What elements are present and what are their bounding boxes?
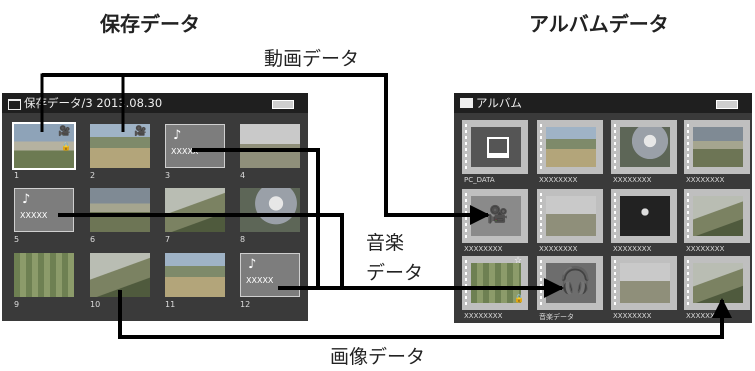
saved-thumb-11[interactable] bbox=[165, 253, 225, 297]
movie-camera-icon: 🎥 bbox=[134, 126, 147, 137]
saved-data-title: 保存データ/3 2013.08.30 bbox=[24, 96, 163, 110]
album-item-pc-data[interactable] bbox=[462, 120, 528, 174]
saved-thumb-10[interactable] bbox=[90, 253, 150, 297]
album-caption: XXXXXXXX bbox=[613, 312, 652, 320]
saved-thumb-1[interactable]: 🎥 🔒 bbox=[12, 122, 76, 170]
saved-thumb-5-music[interactable]: ♪ XXXXX bbox=[14, 188, 74, 232]
saved-thumb-12-music[interactable]: ♪ XXXXX bbox=[240, 253, 300, 297]
album-caption: XXXXXXXX bbox=[539, 176, 578, 184]
album-item-4[interactable] bbox=[684, 120, 750, 174]
star-icon: ☆ bbox=[514, 256, 523, 266]
saved-thumb-4[interactable] bbox=[240, 124, 300, 168]
album-caption: XXXXXXXX bbox=[539, 245, 578, 253]
album-icon bbox=[460, 98, 473, 108]
album-item-7[interactable] bbox=[611, 189, 677, 243]
saved-thumb-3-music[interactable]: ♪ XXXXX bbox=[165, 124, 225, 168]
headphones-icon: 🎧 bbox=[559, 266, 592, 296]
movie-camera-icon: 🎥 bbox=[58, 126, 71, 137]
saved-thumb-7[interactable] bbox=[165, 188, 225, 232]
music-note-icon: ♪ bbox=[173, 128, 182, 143]
music-note-icon: ♪ bbox=[248, 257, 257, 272]
battery-icon bbox=[272, 100, 294, 109]
album-item-movie[interactable]: 🎥 bbox=[462, 189, 528, 243]
album-item-11[interactable] bbox=[611, 256, 677, 310]
album-item-8[interactable] bbox=[684, 189, 750, 243]
thumb-number: 7 bbox=[165, 235, 171, 244]
album-screen: アルバム PC_DATA XXXXXXXX XXXXXXXX XXXXXXXX … bbox=[454, 93, 752, 323]
album-caption: XXXXXXXX bbox=[686, 245, 725, 253]
album-caption: XXXXXXXX bbox=[686, 176, 725, 184]
thumb-number: 2 bbox=[90, 171, 96, 180]
folder-icon bbox=[8, 99, 21, 110]
lock-icon: 🔒 bbox=[61, 142, 71, 151]
album-item-12[interactable] bbox=[684, 256, 750, 310]
image-data-label: 画像データ bbox=[330, 346, 426, 368]
computer-icon bbox=[471, 127, 521, 167]
album-caption: 音楽データ bbox=[539, 313, 574, 321]
saved-data-title-bar: 保存データ/3 2013.08.30 bbox=[2, 93, 308, 113]
music-title: XXXXX bbox=[171, 147, 199, 156]
album-item-9[interactable]: ☆ 🔒 bbox=[462, 256, 528, 310]
thumb-number: 6 bbox=[90, 235, 96, 244]
movie-data-label: 動画データ bbox=[264, 48, 360, 70]
album-caption: XXXXXXXX bbox=[464, 312, 503, 320]
thumb-number: 12 bbox=[240, 300, 251, 309]
lock-icon: 🔒 bbox=[514, 294, 524, 303]
music-data-label-line2: データ bbox=[366, 262, 424, 284]
saved-thumb-6[interactable] bbox=[90, 188, 150, 232]
album-title: アルバム bbox=[476, 96, 522, 110]
album-item-3[interactable] bbox=[611, 120, 677, 174]
album-item-music[interactable]: 🎧 bbox=[537, 256, 603, 310]
movie-camera-icon: 🎥 bbox=[487, 205, 509, 225]
album-caption: PC_DATA bbox=[464, 176, 495, 184]
thumb-number: 5 bbox=[14, 235, 20, 244]
saved-thumb-8[interactable] bbox=[240, 188, 300, 232]
thumb-number: 10 bbox=[90, 300, 101, 309]
thumb-number: 1 bbox=[14, 171, 20, 180]
album-item-2[interactable] bbox=[537, 120, 603, 174]
album-caption: XXXXXXXX bbox=[613, 245, 652, 253]
saved-thumb-9[interactable] bbox=[14, 253, 74, 297]
saved-data-screen: 保存データ/3 2013.08.30 🎥 🔒 1 🎥 2 ♪ XXXXX 3 4… bbox=[2, 93, 308, 321]
album-item-6[interactable] bbox=[537, 189, 603, 243]
music-title: XXXXX bbox=[246, 276, 274, 285]
saved-thumb-2[interactable]: 🎥 bbox=[90, 124, 150, 168]
battery-icon bbox=[716, 100, 738, 109]
album-caption: XXXXXXXX bbox=[464, 245, 503, 253]
music-note-icon: ♪ bbox=[22, 192, 31, 207]
music-data-label-line1: 音楽 bbox=[366, 232, 405, 254]
thumb-number: 11 bbox=[165, 300, 176, 309]
thumb-number: 3 bbox=[165, 171, 171, 180]
thumb-number: 4 bbox=[240, 171, 246, 180]
saved-data-heading: 保存データ bbox=[100, 12, 200, 36]
album-caption: XXXXXXXX bbox=[613, 176, 652, 184]
album-data-heading: アルバムデータ bbox=[529, 12, 669, 36]
album-caption: XXXXXXXX bbox=[686, 312, 725, 320]
album-title-bar: アルバム bbox=[454, 93, 752, 113]
thumb-number: 9 bbox=[14, 300, 20, 309]
thumb-number: 8 bbox=[240, 235, 246, 244]
music-title: XXXXX bbox=[20, 211, 48, 220]
